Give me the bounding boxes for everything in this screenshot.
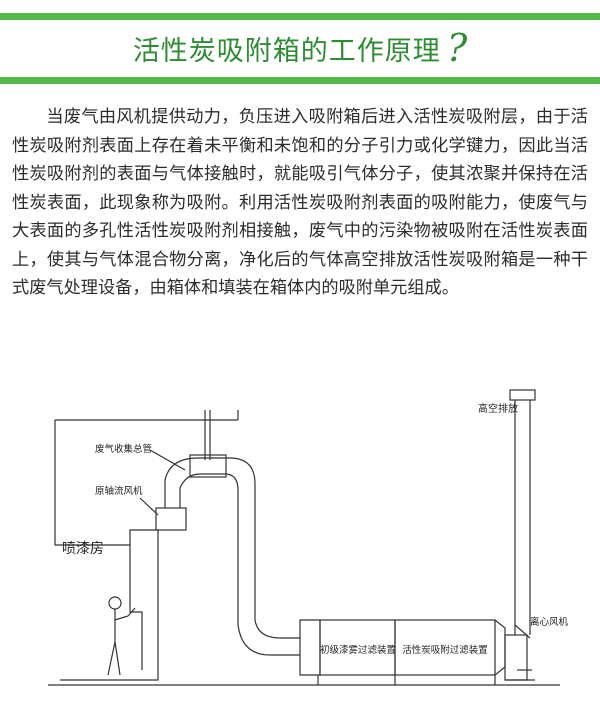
header-top-band (0, 13, 600, 20)
page-title-text: 活性炭吸附箱的工作原理 (132, 35, 441, 67)
description-paragraph: 当废气由风机提供动力，负压进入吸附箱后进入活性炭吸附层，由于活性炭吸附剂表面上存… (12, 107, 588, 298)
process-diagram: 高空排放 废气收集总管 原轴流风机 喷漆房 初级漆雾过滤装置 活性炭吸附过滤装置… (48, 389, 569, 686)
label-axial-fan: 原轴流风机 (95, 485, 143, 497)
label-carbon-filter: 活性炭吸附过滤装置 (402, 644, 488, 656)
label-high-exhaust: 高空排放 (478, 402, 518, 415)
label-collection-duct: 废气收集总管 (95, 443, 152, 455)
label-primary-filter: 初级漆雾过滤装置 (320, 644, 396, 656)
label-spray-room: 喷漆房 (62, 541, 104, 557)
label-centrifugal-fan: 离心风机 (530, 616, 569, 628)
page-title: 活性炭吸附箱的工作原理 ? (0, 22, 600, 74)
header-bottom-band (0, 77, 600, 84)
question-mark-icon: ? (446, 26, 468, 70)
